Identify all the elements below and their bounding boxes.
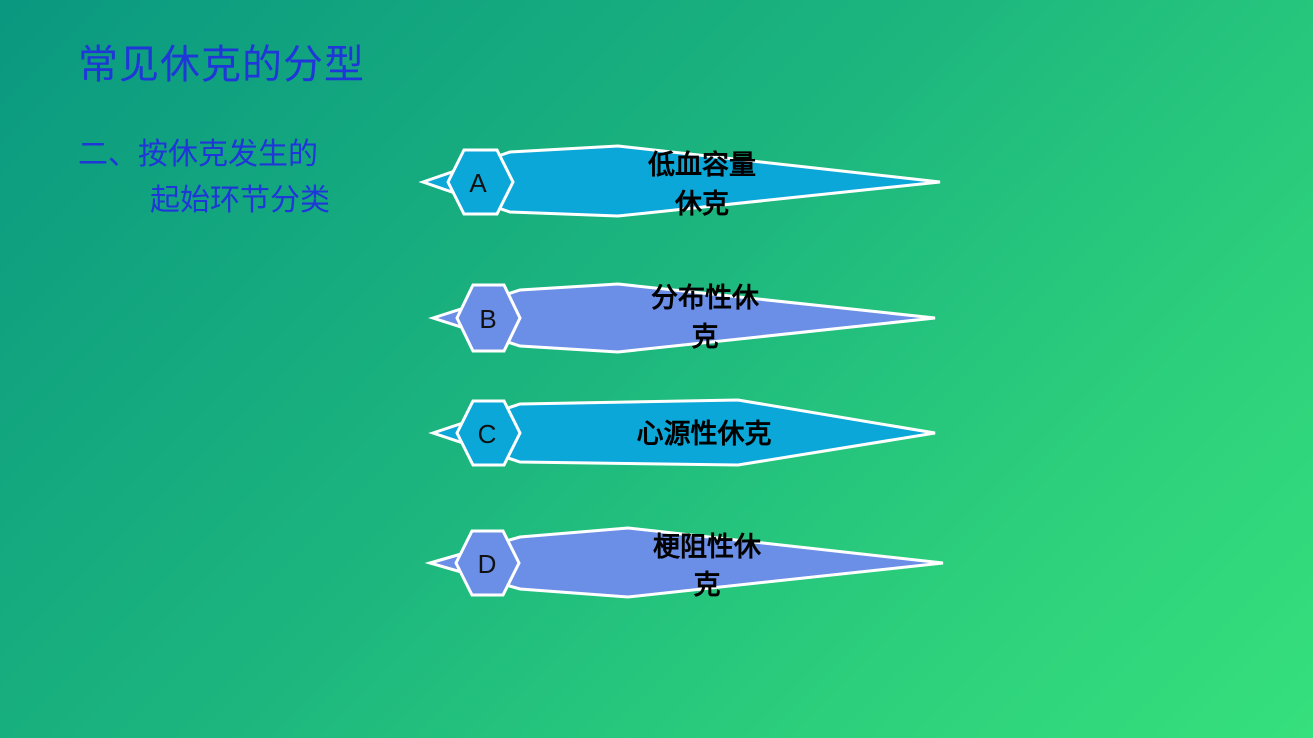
item-d-arrow bbox=[424, 526, 944, 599]
item-c-arrow bbox=[428, 398, 936, 467]
item-d-hexagon bbox=[454, 529, 521, 597]
item-c-hexagon bbox=[455, 399, 522, 467]
slide-subtitle: 二、按休克发生的 起始环节分类 bbox=[78, 132, 398, 224]
item-d-label-line1: 梗阻性休 bbox=[653, 532, 762, 563]
item-b-label-line1: 分布性休 bbox=[651, 283, 760, 314]
item-d-letter: D bbox=[478, 549, 497, 579]
item-d-label-line2: 克 bbox=[694, 569, 721, 601]
item-a-letter: A bbox=[469, 168, 487, 198]
item-a-hexagon bbox=[446, 148, 515, 216]
item-b-hexagon bbox=[455, 283, 522, 353]
item-d: D 梗阻性休 克 bbox=[424, 526, 944, 601]
item-c-letter: C bbox=[478, 419, 497, 449]
subtitle-line-1: 二、按休克发生的 bbox=[78, 138, 318, 171]
item-b-label-line2: 克 bbox=[692, 321, 719, 353]
item-c: C 心源性休克 bbox=[428, 398, 936, 467]
subtitle-line-2: 起始环节分类 bbox=[150, 184, 330, 217]
item-b: B 分布性休 克 bbox=[428, 282, 936, 354]
item-c-label-line1: 心源性休克 bbox=[637, 418, 772, 450]
item-b-letter: B bbox=[479, 304, 496, 334]
item-a: A 低血容量 休克 bbox=[418, 144, 941, 220]
item-a-arrow bbox=[418, 144, 941, 218]
item-a-label-line1: 低血容量 bbox=[647, 149, 756, 181]
slide-title: 常见休克的分型 bbox=[78, 42, 365, 88]
item-b-arrow bbox=[428, 282, 936, 354]
item-a-label-line2: 休克 bbox=[674, 188, 729, 220]
